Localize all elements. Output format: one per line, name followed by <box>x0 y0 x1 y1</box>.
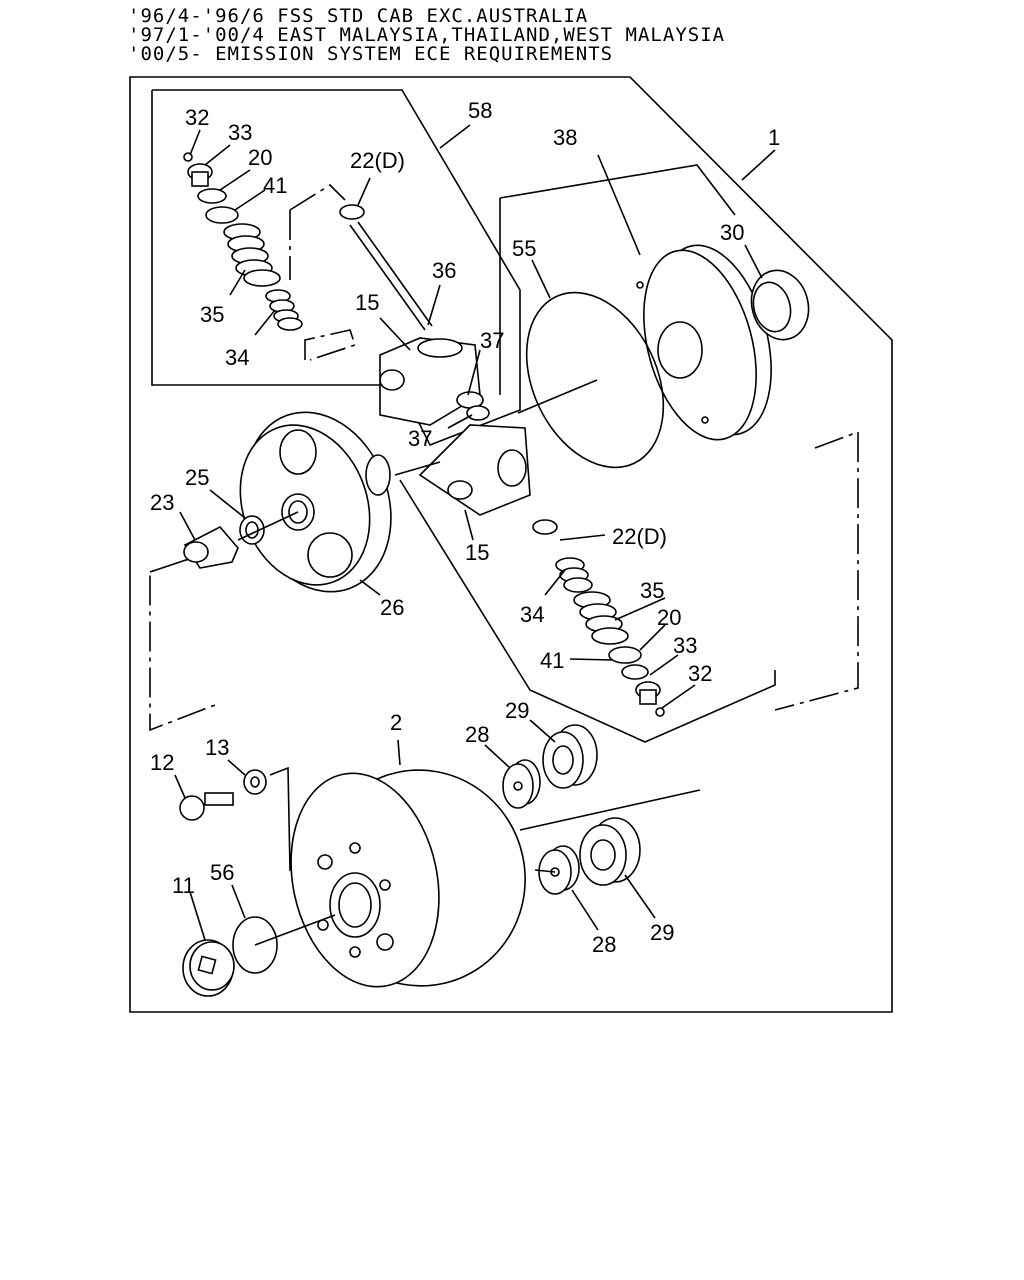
piston-28-lower <box>538 845 580 895</box>
axis-11-2 <box>254 914 336 946</box>
callout-20-upper: 20 <box>248 145 272 170</box>
callout-2: 2 <box>390 710 402 735</box>
leader-55-axis <box>517 379 598 414</box>
pump-housing-2 <box>290 769 526 988</box>
callout-41-lower: 41 <box>540 648 564 673</box>
o-ring-56 <box>232 916 278 974</box>
callout-56: 56 <box>210 860 234 885</box>
valve-block-15-upper <box>379 337 490 426</box>
callout-36: 36 <box>432 258 456 283</box>
axis-28 <box>534 869 556 873</box>
callout-28-upper: 28 <box>465 722 489 747</box>
callout-37-lower: 37 <box>408 426 432 451</box>
axis-23-26 <box>237 511 299 541</box>
callout-22d-lower: 22(D) <box>612 524 667 549</box>
cap-29-upper <box>542 724 598 789</box>
callout-26: 26 <box>380 595 404 620</box>
left-dash-bracket <box>149 557 216 732</box>
callout-11: 11 <box>172 873 195 898</box>
callout-15-lower: 15 <box>465 540 489 565</box>
callout-30: 30 <box>720 220 744 245</box>
header-line-1: '96/4-'96/6 FSS STD CAB EXC.AUSTRALIA <box>128 5 589 27</box>
upper-valve-stack <box>183 152 303 331</box>
axis-26-15 <box>394 461 441 476</box>
callout-32-lower: 32 <box>688 661 712 686</box>
callout-25: 25 <box>185 465 209 490</box>
callout-35-lower: 35 <box>640 578 664 603</box>
callout-41-upper: 41 <box>263 173 287 198</box>
cover-bracket-top <box>499 164 736 216</box>
lower-dash-bracket <box>304 329 357 361</box>
callout-38: 38 <box>553 125 577 150</box>
callout-58: 58 <box>468 98 492 123</box>
leader-lines <box>174 124 776 941</box>
callout-34-lower: 34 <box>520 602 544 627</box>
piston-28-upper <box>502 759 541 809</box>
upper-dash-bracket <box>289 183 346 211</box>
cover-plate <box>636 244 772 441</box>
o-ring-55 <box>525 291 665 469</box>
callout-29-lower: 29 <box>650 920 674 945</box>
callout-23: 23 <box>150 490 174 515</box>
right-subassembly-box <box>399 479 776 743</box>
valve-block-15-lower <box>418 424 531 516</box>
callout-12: 12 <box>150 750 174 775</box>
header-line-3: '00/5- EMISSION SYSTEM ECE REQUIREMENTS <box>128 43 614 65</box>
diagram-frame <box>129 76 893 1013</box>
bolt-12 <box>179 792 234 821</box>
right-dash-bracket <box>774 430 859 711</box>
valve-stem-22 <box>339 204 433 331</box>
callout-labels: 1 38 30 55 58 32 33 20 41 22(D) 36 15 37… <box>150 98 780 957</box>
callout-29-upper: 29 <box>505 698 529 723</box>
callout-15-upper: 15 <box>355 290 379 315</box>
callout-1: 1 <box>768 125 780 150</box>
callout-20-lower: 20 <box>657 605 681 630</box>
callout-33-upper: 33 <box>228 120 252 145</box>
header-line-2: '97/1-'00/4 EAST MALAYSIA,THAILAND,WEST … <box>128 24 726 46</box>
washer-13 <box>243 769 267 795</box>
callout-35-upper: 35 <box>200 302 224 327</box>
callout-28-lower: 28 <box>592 932 616 957</box>
axis-2-29 <box>519 789 701 831</box>
callout-34-upper: 34 <box>225 345 249 370</box>
seal-ring-30 <box>750 269 810 341</box>
callout-22d-upper: 22(D) <box>350 148 405 173</box>
plug-11 <box>182 939 235 997</box>
lower-valve-stack <box>532 519 665 717</box>
callout-32-upper: 32 <box>185 105 209 130</box>
cap-29-lower <box>579 817 641 886</box>
callout-55: 55 <box>512 236 536 261</box>
callout-37-upper: 37 <box>480 328 504 353</box>
plug-23 <box>183 525 239 569</box>
callout-33-lower: 33 <box>673 633 697 658</box>
valve-plate-26 <box>239 411 392 593</box>
callout-13: 13 <box>205 735 229 760</box>
